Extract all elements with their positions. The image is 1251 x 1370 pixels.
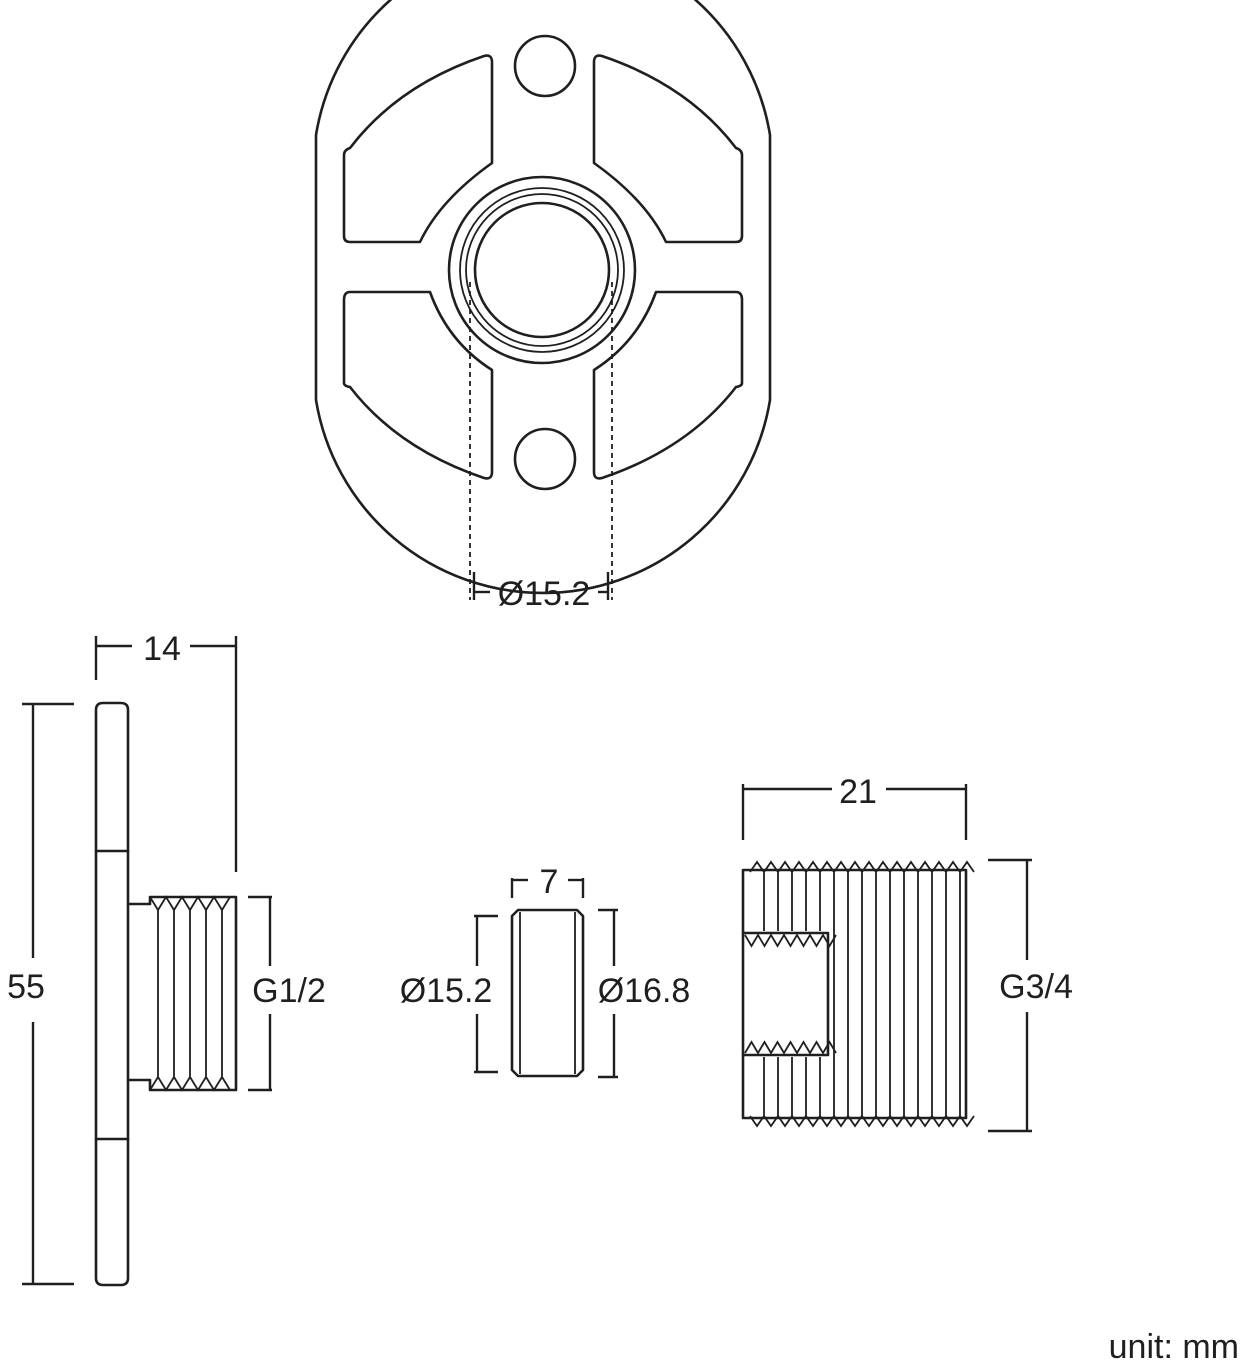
spigot-thread-lines [157,910,223,1077]
nipple-view: 21 G3/4 [741,773,1073,1133]
unit-label: unit: mm [1109,1328,1239,1366]
nipple-threads [749,860,975,1128]
spigot-thread-top [149,895,231,912]
plate-side-view: 14 55 G1/2 [7,630,326,1287]
plate-window-bottom-left [342,290,494,480]
plate-outline [314,0,772,595]
plate-window-bottom-right [592,290,744,480]
plate-window-top-left [342,54,494,244]
mounting-hole-top [513,34,577,98]
bore-ring-2 [465,193,619,347]
washer-view: 7 Ø15.2 Ø16.8 [400,863,691,1079]
washer-inner-diameter-label: Ø15.2 [400,972,493,1010]
mounting-hole-bottom [513,427,577,491]
washer-thickness-label: 7 [540,863,559,901]
bore-hole [473,201,611,339]
plate-window-top-right [592,54,744,244]
bore-ring-1 [459,187,625,353]
spigot-thread-label: G1/2 [252,972,326,1010]
nipple-length-label: 21 [839,773,877,811]
spigot-thread-bottom [149,1075,231,1092]
washer-body [510,908,585,1078]
width-label: 14 [143,630,181,668]
nipple-thread-label: G3/4 [999,968,1073,1006]
height-label: 55 [7,968,45,1006]
plate-top-view: Ø15.2 [314,0,772,613]
bore-diameter-label: Ø15.2 [498,575,591,613]
plate-profile [94,701,130,1287]
bore-outer-ring [447,175,637,365]
spigot-body [126,895,238,1092]
nipple-bore-threads [744,933,837,1055]
washer-outer-diameter-label: Ø16.8 [598,972,691,1010]
nipple-bore-step [741,931,830,1057]
